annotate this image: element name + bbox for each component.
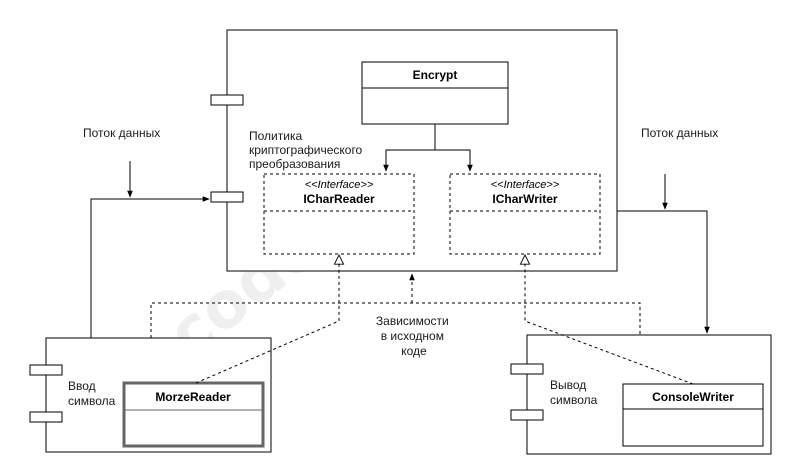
ichar-reader-stereotype: <<Interface>> xyxy=(305,179,374,191)
policy-port-top xyxy=(210,94,244,106)
data-flow-input-line xyxy=(90,161,210,338)
input-port-top xyxy=(29,364,63,376)
ichar-reader-interface[interactable]: <<Interface>> ICharReader xyxy=(263,173,415,255)
encrypt-uses-arrows xyxy=(383,124,473,172)
data-flow-output-line xyxy=(617,174,710,334)
morze-reader-class[interactable]: MorzeReader xyxy=(122,381,265,448)
console-writer-class[interactable]: ConsoleWriter xyxy=(622,383,764,447)
policy-port-input xyxy=(210,191,244,203)
policy-label: Политика криптографического преобразован… xyxy=(249,129,366,171)
morze-reader-name: MorzeReader xyxy=(155,390,231,404)
encrypt-class-name: Encrypt xyxy=(413,68,458,82)
data-flow-left-label: Поток данных xyxy=(83,126,160,140)
input-port-bottom xyxy=(29,411,63,423)
ichar-writer-name: ICharWriter xyxy=(492,192,557,206)
dependency-lines xyxy=(150,255,694,385)
encrypt-class[interactable]: Encrypt xyxy=(361,61,509,125)
output-component-label: Вывод символа xyxy=(550,378,598,407)
data-flow-right-label: Поток данных xyxy=(641,126,718,140)
output-port-bottom xyxy=(510,409,544,421)
dependencies-label: Зависимости в исходном коде xyxy=(376,314,452,358)
output-port-top xyxy=(510,363,544,375)
ichar-reader-name: ICharReader xyxy=(303,192,375,206)
console-writer-name: ConsoleWriter xyxy=(652,390,734,404)
input-component-label: Ввод символа xyxy=(68,379,116,408)
ichar-writer-interface[interactable]: <<Interface>> ICharWriter xyxy=(449,173,601,255)
ichar-writer-stereotype: <<Interface>> xyxy=(491,179,560,191)
